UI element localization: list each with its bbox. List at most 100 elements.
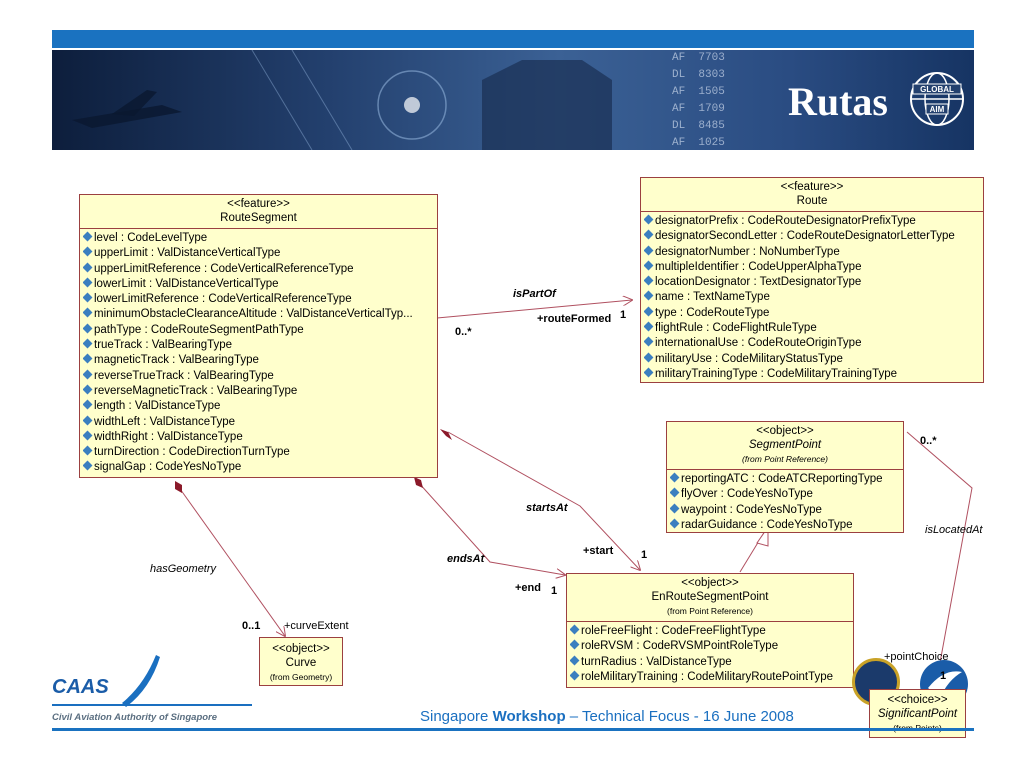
- route-name: Route: [796, 195, 828, 207]
- attribute-row: widthLeft : ValDistanceType: [83, 415, 434, 430]
- curve-origin: (from Geometry): [269, 672, 333, 682]
- route-segment-multiplicity: 0..*: [455, 326, 472, 338]
- attribute-row: flightRule : CodeFlightRuleType: [644, 321, 980, 336]
- attribute-row: pathType : CodeRouteSegmentPathType: [83, 323, 434, 338]
- attribute-icon: [83, 430, 93, 441]
- point-choice-role-label: +pointChoice: [884, 651, 949, 663]
- curve-stereotype: <<object>>: [272, 643, 330, 655]
- starts-at-label: startsAt: [526, 502, 568, 514]
- is-located-at-label: isLocatedAt: [925, 524, 983, 536]
- attribute-icon: [83, 246, 93, 257]
- attribute-row: locationDesignator : TextDesignatorType: [644, 275, 980, 290]
- has-geometry-diamond: [175, 481, 182, 493]
- attribute-row: level : CodeLevelType: [83, 231, 434, 246]
- attribute-icon: [644, 336, 654, 347]
- attribute-icon: [83, 231, 93, 242]
- attribute-row: upperLimit : ValDistanceVerticalType: [83, 246, 434, 261]
- attribute-icon: [570, 655, 580, 666]
- attribute-icon: [644, 367, 654, 378]
- attribute-icon: [83, 338, 93, 349]
- attribute-icon: [570, 639, 580, 650]
- global-aim-logo-icon: GLOBAL AIM: [910, 72, 964, 126]
- route-segment-header: <<feature>> RouteSegment: [80, 195, 437, 229]
- segment-point-class[interactable]: <<object>> SegmentPoint (from Point Refe…: [666, 421, 904, 533]
- attribute-icon: [83, 292, 93, 303]
- route-header: <<feature>> Route: [641, 178, 983, 212]
- attribute-row: roleFreeFlight : CodeFreeFlightType: [570, 624, 850, 639]
- segment-point-multiplicity: 0..*: [920, 435, 937, 447]
- attribute-row: militaryUse : CodeMilitaryStatusType: [644, 352, 980, 367]
- attribute-row: radarGuidance : CodeYesNoType: [670, 518, 900, 533]
- enroute-segment-point-class[interactable]: <<object>> EnRouteSegmentPoint (from Poi…: [566, 573, 854, 688]
- attribute-row: multipleIdentifier : CodeUpperAlphaType: [644, 260, 980, 275]
- route-class[interactable]: <<feature>> Route designatorPrefix : Cod…: [640, 177, 984, 383]
- curve-extent-role-label: +curveExtent: [284, 620, 349, 632]
- attribute-row: roleMilitaryTraining : CodeMilitaryRoute…: [570, 670, 850, 685]
- attribute-row: flyOver : CodeYesNoType: [670, 487, 900, 502]
- page-title: Rutas: [787, 79, 888, 124]
- attribute-icon: [644, 321, 654, 332]
- ends-at-diamond: [414, 477, 423, 488]
- attribute-icon: [83, 445, 93, 456]
- banner-artwork: [72, 50, 612, 150]
- caas-org-name: Civil Aviation Authority of Singapore: [52, 712, 218, 723]
- attribute-icon: [670, 472, 680, 483]
- attribute-row: lowerLimitReference : CodeVerticalRefere…: [83, 292, 434, 307]
- footer-suffix: – Technical Focus - 16 June 2008: [565, 708, 794, 725]
- starts-at-diamond: [440, 429, 452, 440]
- enroute-segment-point-attributes: roleFreeFlight : CodeFreeFlightType role…: [567, 622, 853, 687]
- segment-point-header: <<object>> SegmentPoint (from Point Refe…: [667, 422, 903, 470]
- curve-class[interactable]: <<object>> Curve (from Geometry): [259, 637, 343, 686]
- is-part-of-label: isPartOf: [513, 288, 556, 300]
- end-role-label: +end: [515, 582, 541, 594]
- starts-at-line: [447, 431, 640, 570]
- footer-bold: Workshop: [492, 708, 566, 725]
- start-multiplicity: 1: [641, 549, 648, 561]
- end-multiplicity: 1: [551, 585, 558, 597]
- attribute-icon: [83, 384, 93, 395]
- globe-text-bottom: AIM: [930, 105, 945, 114]
- attribute-row: length : ValDistanceType: [83, 399, 434, 414]
- point-choice-multiplicity: 1: [940, 670, 947, 682]
- attribute-icon: [644, 229, 654, 240]
- attribute-icon: [644, 352, 654, 363]
- attribute-row: reportingATC : CodeATCReportingType: [670, 472, 900, 487]
- ends-at-label: endsAt: [447, 553, 485, 565]
- attribute-icon: [83, 399, 93, 410]
- route-stereotype: <<feature>>: [780, 181, 844, 193]
- curve-header: <<object>> Curve (from Geometry): [260, 638, 342, 684]
- has-geometry-line: [177, 485, 285, 636]
- route-segment-stereotype: <<feature>>: [227, 198, 290, 210]
- significant-point-stereotype: <<choice>>: [887, 694, 948, 706]
- attribute-row: signalGap : CodeYesNoType: [83, 460, 434, 475]
- route-segment-class[interactable]: <<feature>> RouteSegment level : CodeLev…: [79, 194, 438, 478]
- attribute-icon: [570, 670, 580, 681]
- segment-point-attributes: reportingATC : CodeATCReportingType flyO…: [667, 470, 903, 535]
- attribute-row: internationalUse : CodeRouteOriginType: [644, 336, 980, 351]
- attribute-icon: [83, 415, 93, 426]
- caas-logo-text: CAAS: [52, 676, 109, 698]
- attribute-row: designatorNumber : NoNumberType: [644, 245, 980, 260]
- attribute-row: militaryTrainingType : CodeMilitaryTrain…: [644, 367, 980, 382]
- attribute-icon: [83, 323, 93, 334]
- attribute-row: minimumObstacleClearanceAltitude : ValDi…: [83, 307, 434, 322]
- attribute-row: upperLimitReference : CodeVerticalRefere…: [83, 262, 434, 277]
- curve-extent-multiplicity: 0..1: [242, 620, 261, 632]
- attribute-icon: [644, 245, 654, 256]
- route-formed-role-label: +routeFormed: [537, 313, 612, 325]
- attribute-icon: [83, 369, 93, 380]
- attribute-icon: [83, 262, 93, 273]
- enroute-segment-point-header: <<object>> EnRouteSegmentPoint (from Poi…: [567, 574, 853, 622]
- attribute-row: widthRight : ValDistanceType: [83, 430, 434, 445]
- route-attributes: designatorPrefix : CodeRouteDesignatorPr…: [641, 212, 983, 384]
- attribute-row: name : TextNameType: [644, 290, 980, 305]
- attribute-icon: [644, 275, 654, 286]
- attribute-icon: [83, 308, 93, 318]
- attribute-icon: [670, 503, 680, 514]
- segment-point-origin: (from Point Reference): [742, 454, 828, 464]
- attribute-icon: [644, 306, 654, 317]
- curve-name: Curve: [285, 657, 317, 669]
